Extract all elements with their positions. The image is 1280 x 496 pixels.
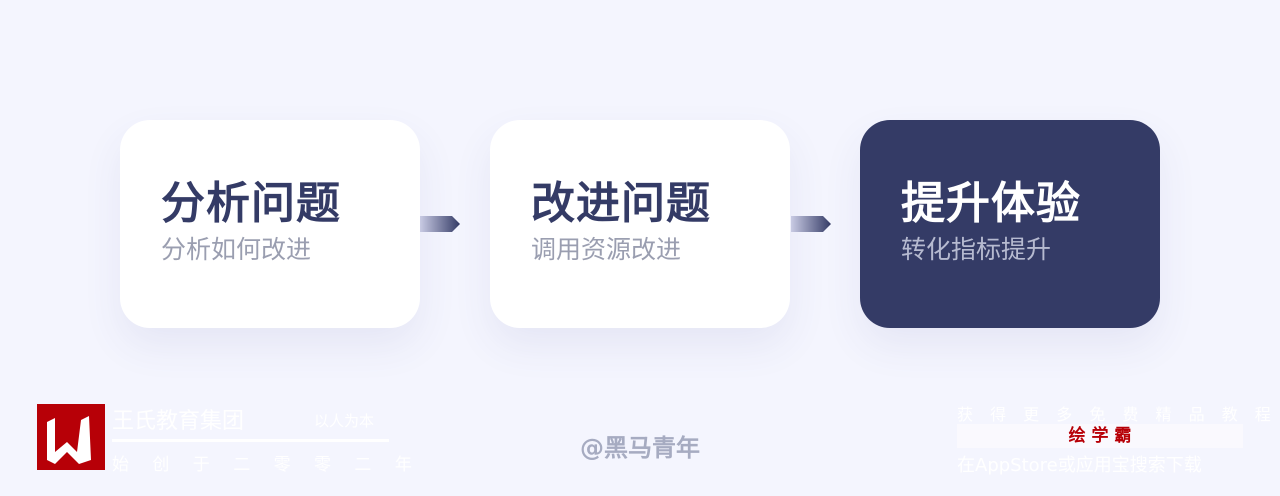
step-title: 改进问题 — [531, 178, 711, 229]
author-credit: @黑马青年 — [580, 434, 700, 462]
arrow-icon — [791, 216, 831, 232]
arrow-icon — [420, 216, 460, 232]
watermark-org-name: 王氏教育集团 — [112, 409, 245, 434]
watermark-app-name: 绘 学 霸 — [957, 424, 1243, 448]
step-subtitle: 转化指标提升 — [901, 235, 1052, 264]
step-subtitle: 调用资源改进 — [531, 235, 682, 264]
watermark-since: 始 创 于 二 零 零 二 年 — [112, 455, 421, 475]
watermark-promo: 获 得 更 多 免 费 精 品 教 程 — [957, 405, 1277, 424]
step-title: 提升体验 — [901, 178, 1081, 229]
step-card-improve: 改进问题 调用资源改进 — [490, 120, 790, 328]
step-subtitle: 分析如何改进 — [161, 235, 312, 264]
watermark-motto: 以人为本 — [314, 412, 375, 430]
watermark-download: 在AppStore或应用宝搜索下载 — [957, 455, 1202, 476]
divider — [112, 439, 389, 442]
logo-icon — [37, 404, 105, 470]
step-card-experience: 提升体验 转化指标提升 — [860, 120, 1160, 328]
step-card-analyze: 分析问题 分析如何改进 — [120, 120, 420, 328]
step-title: 分析问题 — [161, 178, 341, 229]
